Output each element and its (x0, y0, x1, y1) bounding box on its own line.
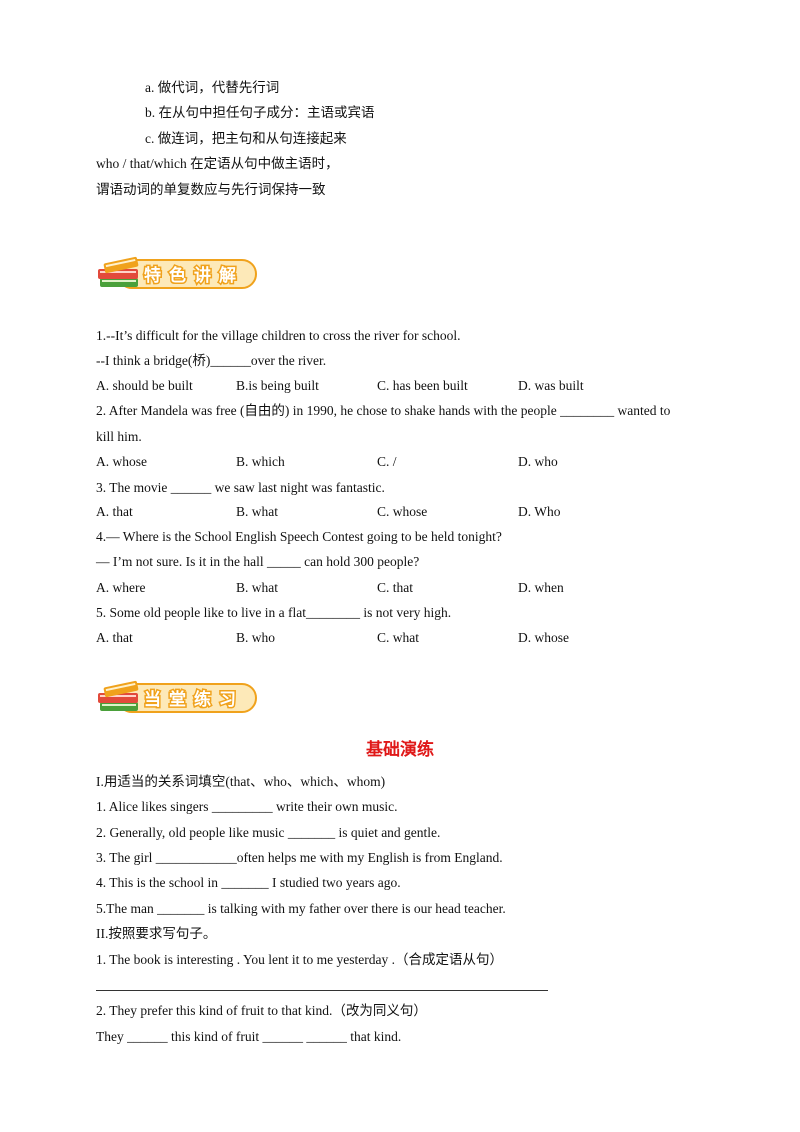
intro-note-1: who / that/which 在定语从句中做主语时， (96, 156, 339, 171)
question-3-option: B. what (236, 504, 278, 519)
badge-2-text: 当堂练习 (144, 689, 244, 710)
question-4-option: D. when (518, 580, 564, 595)
question-1-line: 1.--It’s difficult for the village child… (96, 328, 461, 343)
fill-blank-item: 2. Generally, old people like music ____… (96, 825, 441, 840)
question-5-option: C. what (377, 630, 419, 645)
sentence-2-answer: They ______ this kind of fruit ______ __… (96, 1029, 402, 1044)
question-2-option: C. / (377, 454, 397, 469)
question-5-option: A. that (96, 630, 133, 645)
fill-blank-item: 4. This is the school in _______ I studi… (96, 875, 401, 890)
question-2-option: D. who (518, 454, 558, 469)
question-3-option: A. that (96, 504, 133, 519)
fill-blank-item: 5.The man _______ is talking with my fat… (96, 901, 506, 916)
books-icon: 特色讲解 (98, 256, 257, 289)
question-2-line: 2. After Mandela was free (自由的) in 1990,… (96, 403, 671, 418)
question-1-option: C. has been built (377, 378, 468, 393)
question-3-line: 3. The movie ______ we saw last night wa… (96, 480, 385, 495)
question-1-option: D. was built (518, 378, 584, 393)
section-badge-practice: 当堂练习 (96, 678, 260, 718)
question-4-option: C. that (377, 580, 413, 595)
question-5-line: 5. Some old people like to live in a fla… (96, 605, 452, 620)
intro-line-a: a. 做代词，代替先行词 (145, 80, 280, 95)
question-5-option: B. who (236, 630, 276, 645)
fill-blank-item: 1. Alice likes singers _________ write t… (96, 799, 398, 814)
question-5-option: D. whose (518, 630, 569, 645)
question-4-option: A. where (96, 580, 146, 595)
question-3-option: C. whose (377, 504, 428, 519)
question-4-line: 4.— Where is the School English Speech C… (96, 529, 502, 544)
sentence-2: 2. They prefer this kind of fruit to tha… (96, 1003, 427, 1018)
badge-1-text: 特色讲解 (144, 265, 244, 286)
question-2-option: A. whose (96, 454, 147, 469)
question-1-line: --I think a bridge(桥)______over the rive… (96, 353, 327, 368)
answer-line (96, 990, 548, 991)
question-4-line: — I’m not sure. Is it in the hall _____ … (96, 554, 420, 569)
question-4-option: B. what (236, 580, 278, 595)
fill-blank-item: 3. The girl ____________often helps me w… (96, 850, 503, 865)
books-icon: 当堂练习 (98, 680, 257, 713)
question-3-option: D. Who (518, 504, 561, 519)
intro-line-c: c. 做连词，把主句和从句连接起来 (145, 131, 347, 146)
question-1-option: A. should be built (96, 378, 193, 393)
part2-title: II.按照要求写句子。 (96, 926, 217, 941)
practice-heading: 基础演练 (366, 740, 434, 760)
sentence-1: 1. The book is interesting . You lent it… (96, 952, 503, 967)
intro-line-b: b. 在从句中担任句子成分：主语或宾语 (145, 105, 375, 120)
section-badge-explain: 特色讲解 (96, 254, 260, 294)
question-2-line: kill him. (96, 429, 142, 444)
intro-note-2: 谓语动词的单复数应与先行词保持一致 (96, 182, 326, 197)
question-1-option: B.is being built (236, 378, 319, 393)
question-2-option: B. which (236, 454, 285, 469)
part1-title: I.用适当的关系词填空(that、who、which、whom) (96, 774, 386, 789)
